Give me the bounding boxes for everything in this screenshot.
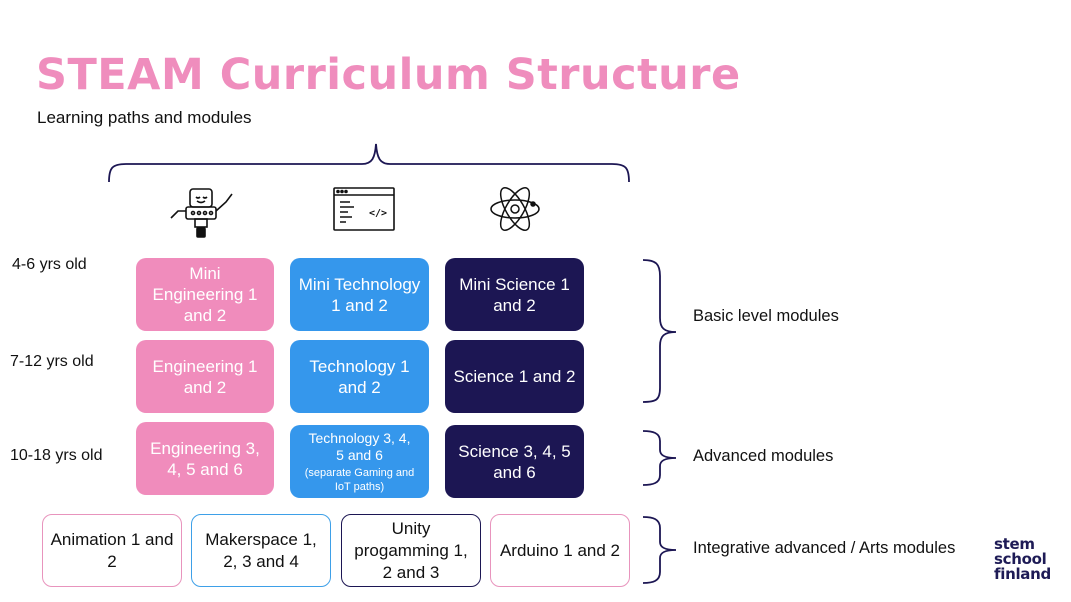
page-title: STEAM Curriculum Structure xyxy=(36,50,741,100)
module-mini-science: Mini Science 1 and 2 xyxy=(445,258,584,331)
module-science-1-2: Science 1 and 2 xyxy=(445,340,584,413)
module-mini-engineering: Mini Engineering 1 and 2 xyxy=(136,258,274,331)
module-technology-3-6: Technology 3, 4, 5 and 6 (separate Gamin… xyxy=(290,425,429,498)
age-label: 4-6 yrs old xyxy=(12,256,87,273)
module-mini-technology: Mini Technology 1 and 2 xyxy=(290,258,429,331)
advanced-brace xyxy=(642,430,677,486)
module-unity: Unity progamming 1, 2 and 3 xyxy=(341,514,481,587)
module-animation: Animation 1 and 2 xyxy=(42,514,182,587)
level-integrative-label: Integrative advanced / Arts modules xyxy=(693,539,956,557)
module-science-3-6: Science 3, 4, 5 and 6 xyxy=(445,425,584,498)
level-basic-label: Basic level modules xyxy=(693,307,839,325)
robot-icon xyxy=(170,188,233,238)
module-technology-3-6-label: Technology 3, 4, 5 and 6 xyxy=(308,429,411,463)
code-window-icon: </> xyxy=(333,187,395,231)
basic-brace xyxy=(642,259,677,403)
module-makerspace: Makerspace 1, 2, 3 and 4 xyxy=(191,514,331,587)
module-technology-1-2: Technology 1 and 2 xyxy=(290,340,429,413)
top-brace xyxy=(108,143,630,183)
module-engineering-3-6: Engineering 3, 4, 5 and 6 xyxy=(136,422,274,495)
stem-school-finland-logo: stem school finland xyxy=(994,537,1051,582)
logo-line: school xyxy=(994,550,1047,568)
page-subtitle: Learning paths and modules xyxy=(37,108,252,127)
logo-line: finland xyxy=(994,565,1051,583)
level-advanced-label: Advanced modules xyxy=(693,447,834,465)
module-technology-note: (separate Gaming and IoT paths) xyxy=(304,466,415,493)
integrative-brace xyxy=(642,516,677,584)
module-arduino: Arduino 1 and 2 xyxy=(490,514,630,587)
logo-line: stem xyxy=(994,535,1035,553)
module-engineering-1-2: Engineering 1 and 2 xyxy=(136,340,274,413)
svg-text:</>: </> xyxy=(369,208,387,219)
age-label: 10-18 yrs old xyxy=(10,447,103,464)
atom-icon xyxy=(490,186,540,232)
age-label: 7-12 yrs old xyxy=(10,353,94,370)
